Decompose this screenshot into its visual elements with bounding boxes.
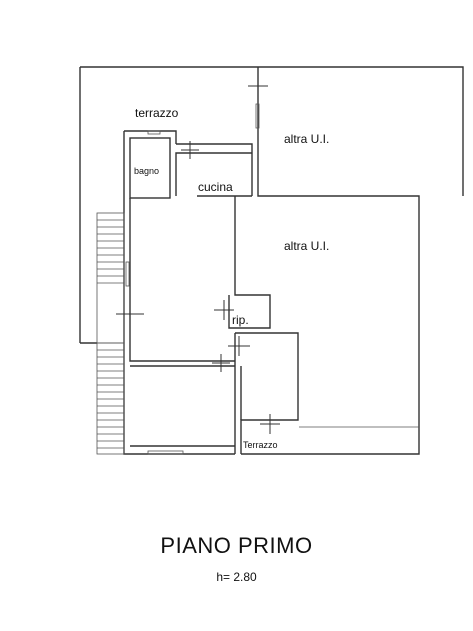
room-label-rip: rip. <box>232 313 249 327</box>
room-label-terrazzo: terrazzo <box>135 106 179 120</box>
room-label-cucina: cucina <box>198 180 233 194</box>
outer-boundary <box>79 66 464 455</box>
stair-lower <box>96 342 125 455</box>
floor-title: PIANO PRIMO <box>160 533 313 558</box>
stair-upper <box>96 212 125 344</box>
room-label-terrazzo-bottom: Terrazzo <box>243 440 278 450</box>
room-label-altra-ui-right: altra U.I. <box>284 239 329 253</box>
door-marks <box>116 76 280 455</box>
room-label-bagno: bagno <box>134 166 159 176</box>
room-label-altra-ui-top: altra U.I. <box>284 132 329 146</box>
floor-height: h= 2.80 <box>216 570 257 584</box>
